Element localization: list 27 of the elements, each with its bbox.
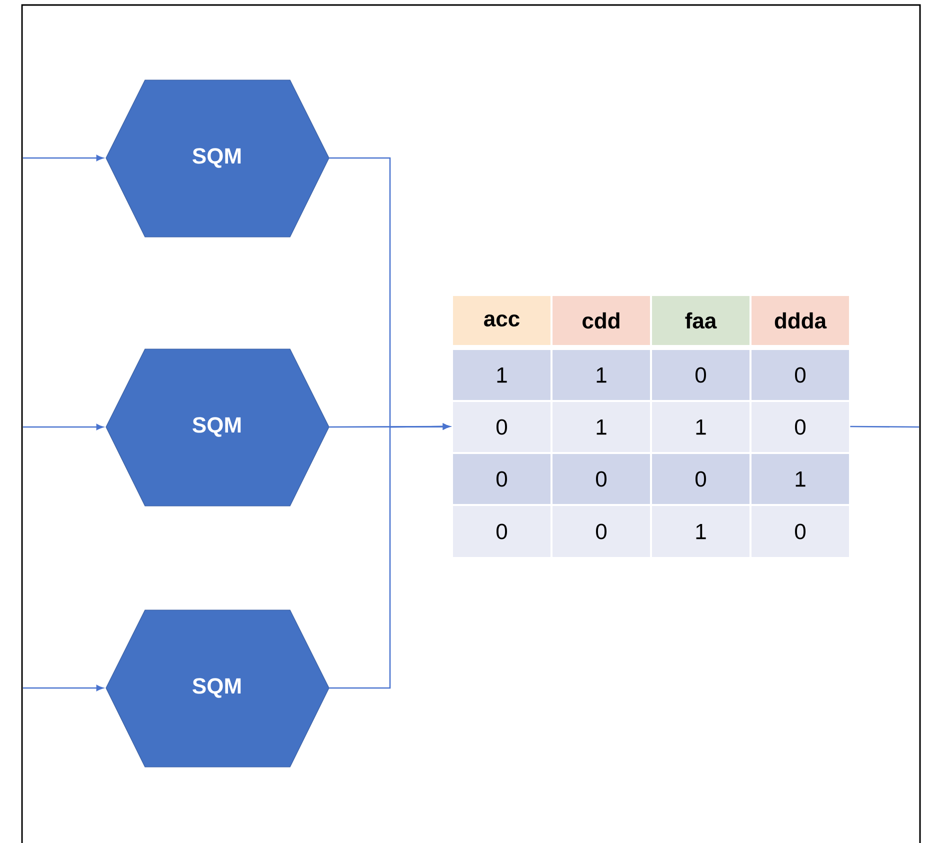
table-cell: 1 [552,350,650,400]
hexagon-box: SQM [106,80,330,238]
arrow [23,424,104,430]
table-cell: 0 [752,350,850,400]
table-cell: 0 [752,506,850,557]
header-cell: cdd [552,296,650,345]
table-cell: 1 [652,402,750,452]
table-cell: 0 [752,402,850,452]
arrow [328,424,450,689]
header-cell: ddda [752,296,850,345]
table-cell: 0 [453,506,550,557]
table-cell: 1 [453,350,550,400]
hexagon-box: SQM [106,348,330,506]
header-cell: acc [453,296,550,345]
hexagon-box: SQM [106,610,330,768]
table-cell: 0 [652,350,750,400]
table-cell: 0 [453,402,550,452]
table-cell: 0 [552,454,650,504]
arrow [23,155,104,161]
table-cell: 1 [652,506,750,557]
table-cell: 1 [752,454,850,504]
table-cell: 0 [453,454,550,504]
table-cell: 0 [552,506,650,557]
table-cell: 0 [652,454,750,504]
arrow [23,685,104,691]
table-cell: 1 [552,402,650,452]
header-cell: faa [652,296,750,345]
